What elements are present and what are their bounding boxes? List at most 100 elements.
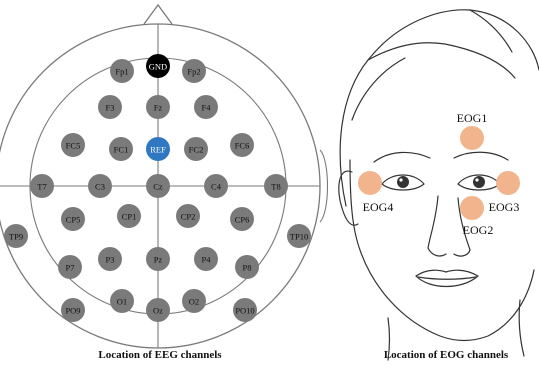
- eog-electrode-label-eog3: EOG3: [489, 200, 520, 214]
- right-ear-outline: [319, 149, 328, 223]
- eeg-electrode-oz: [146, 298, 170, 322]
- nose-outline: [143, 3, 173, 25]
- eeg-electrode-label-p8: P8: [243, 263, 252, 273]
- eeg-electrode-label-cz: Cz: [153, 182, 163, 192]
- eeg-electrode-ref: [146, 137, 170, 161]
- eog-electrode-eog4: [358, 171, 382, 195]
- eeg-electrode-label-gnd: GND: [149, 62, 167, 72]
- eeg-electrode-label-oz: Oz: [153, 306, 163, 316]
- eeg-electrode-label-tp9: TP9: [9, 232, 23, 242]
- eeg-electrode-fp2: [182, 59, 206, 83]
- eeg-electrode-cp2: [176, 204, 200, 228]
- eeg-electrode-label-cp2: CP2: [181, 212, 196, 222]
- neck-left: [387, 317, 391, 361]
- eeg-electrode-fp1: [110, 59, 134, 83]
- eeg-electrode-p3: [98, 247, 122, 271]
- mouth-line: [417, 276, 477, 280]
- eog-electrode-label-eog1: EOG1: [457, 111, 488, 125]
- eeg-electrode-cp5: [61, 207, 85, 231]
- eeg-electrode-label-fc1: FC1: [114, 145, 129, 155]
- hair-strand-1: [367, 42, 516, 79]
- eog-electrode-label-eog4: EOG4: [363, 200, 394, 214]
- neck-right: [518, 299, 525, 357]
- eeg-electrode-t7: [30, 174, 54, 198]
- eeg-electrode-fc5: [61, 133, 85, 157]
- eeg-electrode-pz: [146, 247, 170, 271]
- eeg-electrode-label-o2: O2: [189, 297, 199, 307]
- eeg-electrode-label-p7: P7: [66, 263, 75, 273]
- eeg-electrode-label-o1: O1: [117, 297, 127, 307]
- mouth-lower-lip: [415, 275, 479, 287]
- eeg-electrode-label-fp1: Fp1: [115, 67, 128, 77]
- hair-strand-2: [351, 57, 406, 121]
- eeg-caption: Location of EEG channels: [98, 349, 222, 361]
- eog-electrode-eog2: [460, 196, 484, 220]
- eeg-electrode-po10: [233, 298, 257, 322]
- face-contour: [349, 159, 535, 342]
- eeg-electrode-label-cp5: CP5: [66, 215, 81, 225]
- eeg-electrode-p7: [58, 255, 82, 279]
- eeg-electrode-label-fc2: FC2: [189, 145, 204, 155]
- eeg-electrode-label-p4: P4: [202, 255, 212, 265]
- hair-outline: [339, 9, 539, 207]
- right-eyebrow: [453, 151, 509, 161]
- eeg-electrode-p8: [235, 255, 259, 279]
- eeg-electrode-label-tp10: TP10: [290, 232, 308, 242]
- eeg-electrode-c4: [204, 174, 228, 198]
- eeg-electrode-gnd: [146, 54, 170, 78]
- eeg-electrode-cz: [146, 174, 170, 198]
- eog-electrode-eog3: [496, 171, 520, 195]
- left-eyebrow: [373, 151, 431, 163]
- eeg-electrode-label-pz: Pz: [154, 255, 163, 265]
- eeg-electrode-label-t8: T8: [271, 182, 280, 192]
- eog-electrode-eog1: [460, 126, 484, 150]
- mouth-upper-lip: [415, 269, 479, 277]
- eeg-electrode-cp6: [230, 207, 254, 231]
- eeg-electrode-fc2: [184, 137, 208, 161]
- eeg-electrode-label-fp2: Fp2: [187, 67, 200, 77]
- left-eye-iris: [397, 176, 409, 188]
- eeg-electrode-label-cp1: CP1: [122, 212, 137, 222]
- eog-electrode-label-eog2: EOG2: [463, 223, 494, 237]
- left-eye-outline: [381, 174, 425, 191]
- eeg-electrode-label-ref: REF: [150, 145, 166, 155]
- eeg-electrode-label-fc6: FC6: [235, 141, 250, 151]
- eeg-electrode-t8: [264, 174, 288, 198]
- eeg-electrode-label-c3: C3: [95, 182, 105, 192]
- eeg-electrode-fc1: [109, 137, 133, 161]
- eeg-electrode-o1: [110, 289, 134, 313]
- eog-caption: Location of EOG channels: [384, 349, 509, 361]
- nose: [427, 195, 471, 257]
- eeg-electrode-po9: [61, 298, 85, 322]
- eeg-electrode-tp9: [4, 224, 28, 248]
- left-ear: [338, 170, 359, 226]
- eeg-electrode-label-po9: PO9: [65, 306, 80, 316]
- eeg-electrode-fc6: [230, 133, 254, 157]
- eeg-electrode-label-cp6: CP6: [235, 215, 250, 225]
- eeg-electrode-label-c4: C4: [211, 182, 222, 192]
- left-eye-highlight: [399, 178, 403, 182]
- hair-strand-3: [469, 9, 513, 53]
- eeg-electrode-label-t7: T7: [37, 182, 46, 192]
- eeg-electrode-c3: [88, 174, 112, 198]
- eeg-electrode-label-f3: F3: [106, 103, 115, 113]
- eeg-electrode-cp1: [117, 204, 141, 228]
- eeg-electrode-fz: [146, 95, 170, 119]
- eeg-electrode-label-f4: F4: [202, 103, 212, 113]
- right-eye-highlight: [475, 178, 479, 182]
- eeg-electrode-tp10: [287, 224, 311, 248]
- eeg-electrode-o2: [182, 289, 206, 313]
- eeg-electrode-p4: [194, 247, 218, 271]
- eeg-electrode-f4: [194, 95, 218, 119]
- eeg-electrode-label-fz: Fz: [154, 103, 163, 113]
- eeg-electrode-label-po10: PO10: [235, 306, 254, 316]
- eeg-electrode-label-p3: P3: [106, 255, 115, 265]
- right-eye-iris: [473, 176, 485, 188]
- eeg-electrode-label-fc5: FC5: [66, 141, 81, 151]
- eeg-electrode-f3: [98, 95, 122, 119]
